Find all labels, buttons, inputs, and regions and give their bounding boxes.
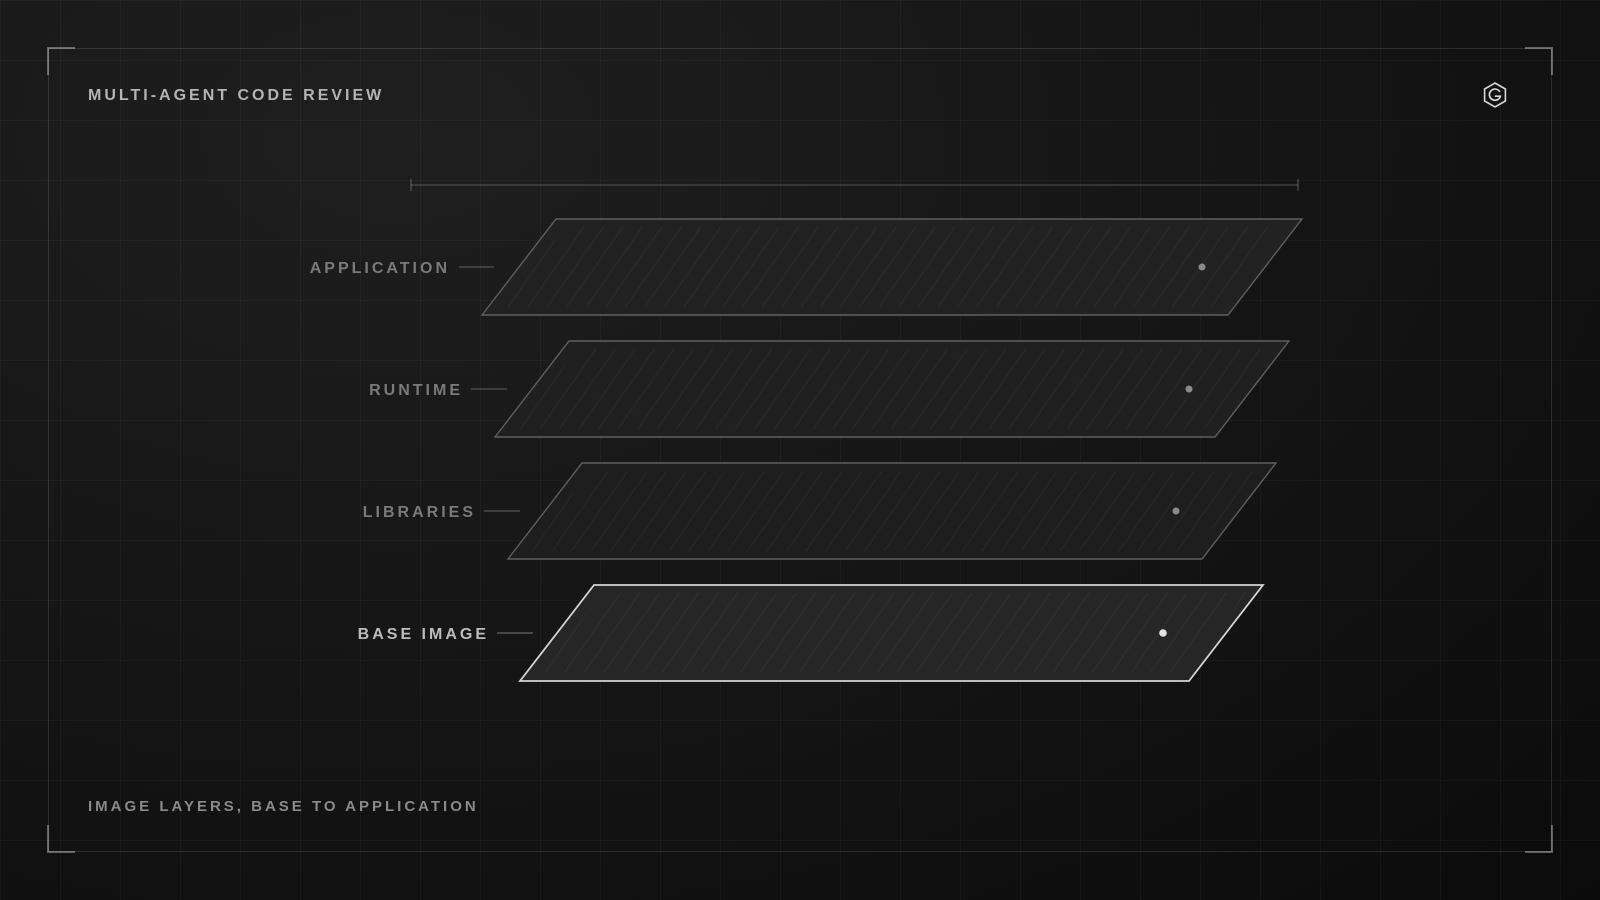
frame-corner-top-left [47, 47, 75, 75]
frame-corner-bottom-left [47, 825, 75, 853]
frame-corner-bottom-right [1525, 825, 1553, 853]
layer-hatch [536, 593, 1247, 673]
layer-dot [1198, 263, 1206, 271]
slide-frame [48, 48, 1552, 852]
layer-application: APPLICATION [310, 218, 1304, 316]
layer-base-image: BASE IMAGE [358, 584, 1265, 682]
dimension-line [410, 179, 1299, 191]
layer-label: BASE IMAGE [358, 626, 489, 643]
layer-hatch [498, 227, 1286, 307]
diagram-caption: IMAGE LAYERS, BASE TO APPLICATION [88, 798, 479, 815]
layer-hatch [511, 349, 1273, 429]
frame-corner-top-right [1525, 47, 1553, 75]
layer-dot [1172, 507, 1180, 515]
page-title: MULTI-AGENT CODE REVIEW [88, 87, 385, 104]
hexagon-g-logo-icon [1481, 81, 1509, 109]
layer-label: RUNTIME [369, 382, 463, 399]
layer-dot [1185, 385, 1193, 393]
layer-libraries: LIBRARIES [363, 462, 1278, 560]
layer-runtime: RUNTIME [369, 340, 1291, 438]
layer-hatch [524, 471, 1260, 551]
layer-label: APPLICATION [310, 260, 450, 277]
layer-label: LIBRARIES [363, 504, 476, 521]
layer-dot [1159, 629, 1167, 637]
